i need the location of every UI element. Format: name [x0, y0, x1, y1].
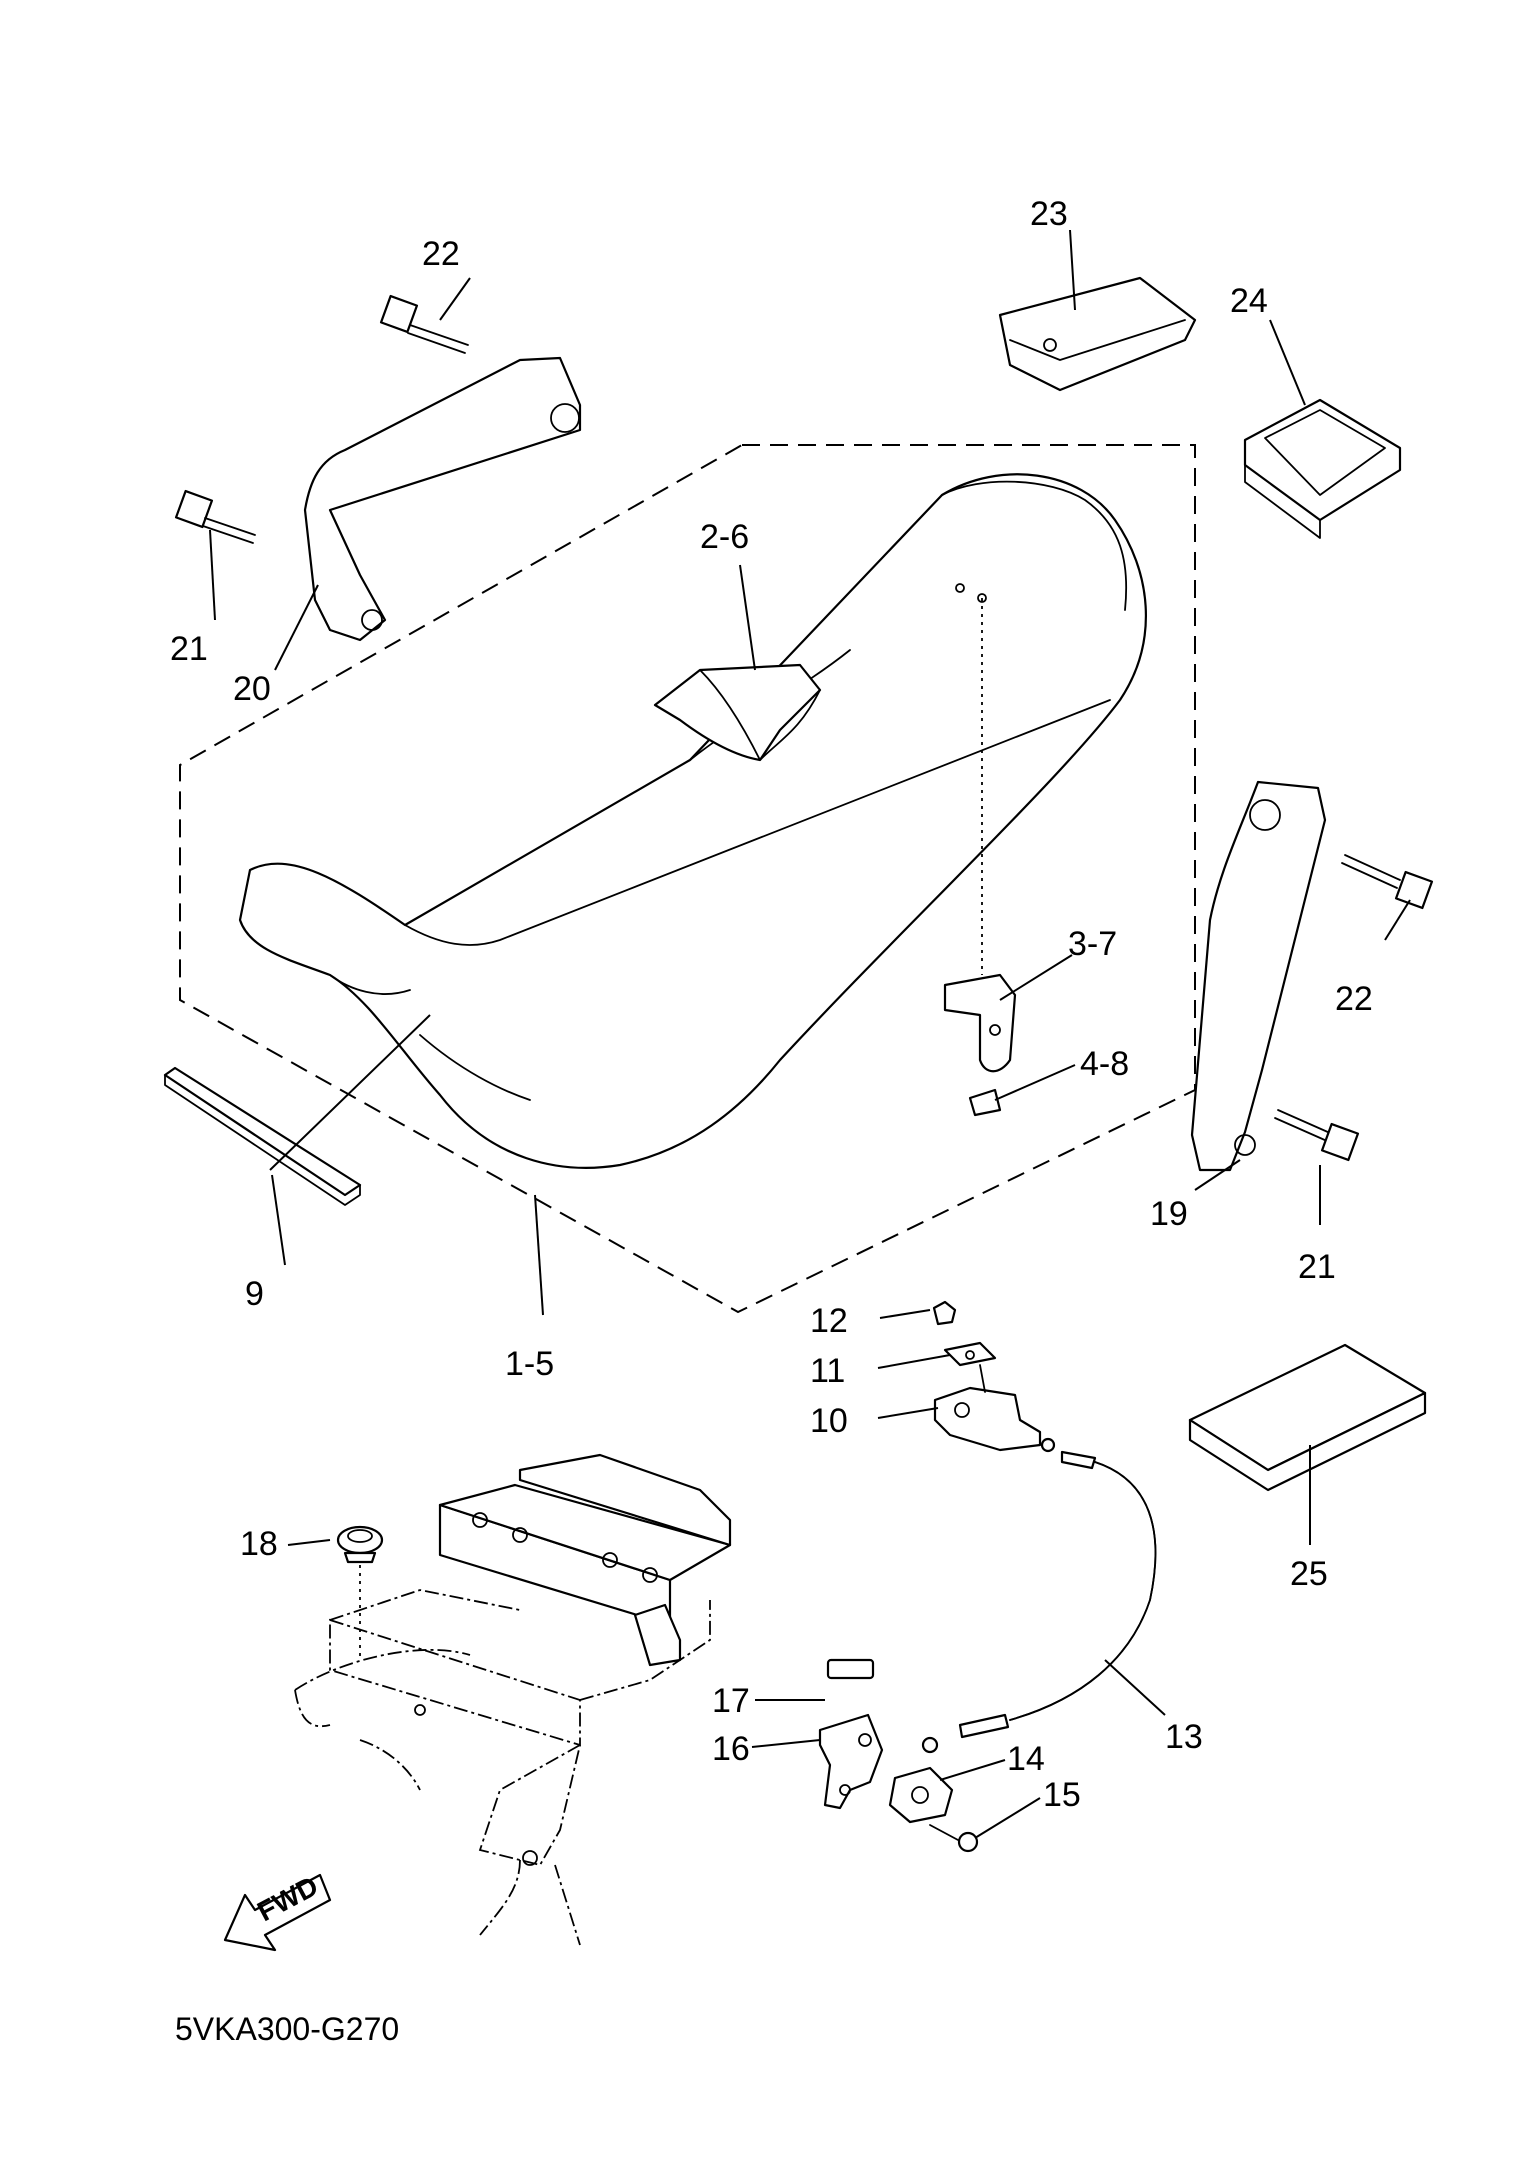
callout-1-5: 1-5 [505, 1345, 554, 1383]
callout-15: 15 [1043, 1776, 1081, 1814]
grab-bar-right [1190, 780, 1327, 1172]
callout-25: 25 [1290, 1555, 1328, 1593]
rubber-strip [163, 1066, 362, 1197]
callout-23: 23 [1030, 195, 1068, 233]
seat-cover-flap [653, 663, 822, 762]
seat-part [238, 473, 1147, 1169]
rear-frame [294, 1453, 732, 1946]
case-23 [998, 276, 1197, 392]
lock-bracket-parts [818, 1658, 979, 1853]
callout-16: 16 [712, 1730, 750, 1768]
owner-manual [1188, 1343, 1427, 1492]
callout-14: 14 [1007, 1740, 1045, 1778]
seat-assembly-outline [179, 444, 1196, 1314]
callout-18: 18 [240, 1525, 278, 1563]
callout-22-right: 22 [1335, 980, 1373, 1018]
bolt-top-right [1341, 854, 1434, 910]
tray-24 [1243, 398, 1402, 539]
callout-11: 11 [810, 1352, 845, 1390]
callout-12: 12 [810, 1302, 848, 1340]
callout-17: 17 [712, 1682, 750, 1720]
callout-22-left: 22 [422, 235, 460, 273]
callout-19: 19 [1150, 1195, 1188, 1233]
callout-2-6: 2-6 [700, 518, 749, 556]
callout-24: 24 [1230, 282, 1268, 320]
callout-9: 9 [245, 1275, 264, 1313]
bolt-left [174, 489, 256, 544]
seat-nut [968, 1088, 1002, 1117]
seat-lock-assembly [932, 1300, 1042, 1452]
seat-bracket [943, 973, 1017, 1073]
callout-10: 10 [810, 1402, 848, 1440]
bolt-right [1274, 1109, 1360, 1162]
callouts: 22 21 20 2-6 23 24 3-7 4-8 9 1-5 22 19 2… [170, 195, 1373, 1814]
grab-bar-left [303, 356, 582, 642]
diagram-code: 5VKA300-G270 [175, 2011, 399, 2047]
damper-18 [336, 1525, 384, 1660]
bolt-top-left [379, 294, 469, 354]
callout-21-right: 21 [1298, 1248, 1336, 1286]
callout-3-7: 3-7 [1068, 925, 1117, 963]
callout-4-8: 4-8 [1080, 1045, 1129, 1083]
callout-13: 13 [1165, 1718, 1203, 1756]
fwd-arrow: FWD [223, 1870, 332, 1952]
leader-lines [209, 229, 1411, 1839]
callout-20: 20 [233, 670, 271, 708]
seat-lock-cable [921, 1437, 1157, 1754]
callout-21-left: 21 [170, 630, 208, 668]
